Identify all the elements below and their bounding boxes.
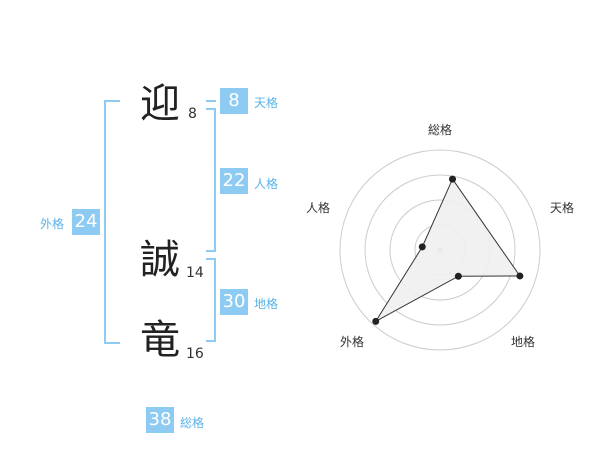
gaikaku-bracket [104,100,120,344]
radar-point-2 [516,272,524,280]
gaikaku-label: 外格 [40,217,65,231]
radar-ring [364,174,516,326]
radar-axis-label-1: 総格 [428,122,452,137]
jinkaku-label: 人格 [254,177,279,191]
chikaku-label: 地格 [254,297,279,311]
name-char-3-strokes: 16 [186,346,204,362]
radar-axis-label-3: 地格 [511,334,535,349]
radar-series-polygon [374,178,521,323]
tenkaku-label: 天格 [254,96,279,110]
radar-axis-label-4: 外格 [340,334,364,349]
radar-axis-label-5: 人格 [306,200,330,215]
name-char-3: 竜 [140,317,180,363]
radar-ring [339,149,541,351]
jinkaku-value: 22 [220,168,248,194]
chikaku-value: 30 [220,289,248,315]
chikaku-bracket [206,258,216,342]
radar-point-3 [454,272,462,280]
name-char-2: 誠 [140,237,180,283]
name-char-1-strokes: 8 [188,106,197,122]
radar-point-5 [418,243,426,251]
radar-axis-label-2: 天格 [550,200,574,215]
name-char-1: 迎 [140,81,180,127]
gaikaku-value: 24 [72,209,100,235]
radar-point-1 [449,175,457,183]
tenkaku-bracket [206,100,216,102]
soukaku-label: 総格 [180,416,205,430]
tenkaku-value: 8 [220,88,248,114]
jinkaku-bracket [206,108,216,252]
soukaku-value: 38 [146,407,174,433]
radar-point-4 [372,317,380,325]
name-char-2-strokes: 14 [186,265,204,281]
